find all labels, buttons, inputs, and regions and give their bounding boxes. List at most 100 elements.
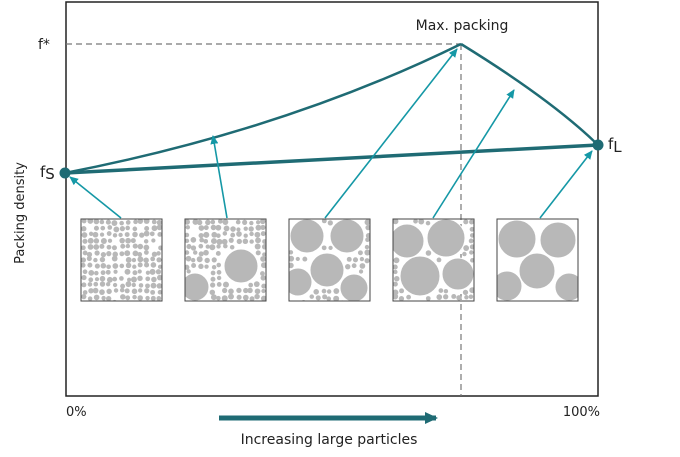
- small-particle: [253, 281, 260, 288]
- small-particle: [476, 258, 481, 263]
- small-particle: [228, 237, 234, 243]
- small-particle: [137, 219, 144, 224]
- small-particle: [82, 250, 88, 256]
- small-particle: [365, 224, 370, 231]
- large-particle: [539, 221, 577, 259]
- small-particle: [93, 238, 100, 244]
- small-particle: [106, 276, 113, 283]
- small-particle: [260, 219, 266, 225]
- small-particle: [235, 219, 241, 225]
- small-particle: [255, 250, 261, 256]
- large-particle: [497, 219, 537, 259]
- small-particle: [105, 269, 111, 275]
- small-particle: [475, 289, 480, 294]
- small-particle: [261, 288, 266, 294]
- small-particle: [87, 244, 94, 250]
- small-particle: [203, 225, 209, 231]
- small-particle: [209, 289, 216, 296]
- small-particle: [242, 294, 249, 301]
- small-particle: [125, 295, 131, 301]
- small-particle: [314, 301, 320, 307]
- small-particle: [137, 269, 142, 274]
- plot-frame: [65, 1, 599, 397]
- small-particle: [139, 232, 145, 238]
- small-particle: [373, 258, 378, 263]
- small-particle: [163, 225, 167, 229]
- small-particle: [119, 276, 124, 281]
- large-particle: [339, 273, 369, 301]
- small-particle: [87, 262, 93, 268]
- small-particle: [364, 219, 370, 226]
- small-particle: [112, 282, 118, 288]
- small-particle: [145, 302, 150, 307]
- small-particle: [210, 282, 216, 288]
- small-particle: [210, 270, 216, 276]
- x-axis-end-label: 100%: [563, 405, 600, 420]
- x-axis-start-label: 0%: [66, 405, 87, 420]
- small-particle: [254, 293, 260, 300]
- small-particle: [268, 245, 273, 250]
- small-particle: [236, 238, 242, 245]
- small-particle: [92, 287, 99, 294]
- small-particle: [162, 269, 167, 274]
- small-particle: [211, 231, 218, 238]
- small-particle: [186, 269, 191, 274]
- small-particle: [199, 237, 205, 243]
- small-particle: [139, 302, 144, 307]
- y-axis-label: Packing density: [13, 162, 28, 264]
- small-particle: [255, 237, 261, 244]
- small-particle: [236, 287, 242, 294]
- small-particle: [196, 256, 203, 263]
- small-particle: [248, 282, 254, 288]
- small-particle: [217, 300, 219, 301]
- small-particle: [151, 225, 158, 232]
- small-particle: [247, 287, 253, 294]
- small-particle: [186, 244, 192, 250]
- small-particle: [87, 219, 94, 224]
- small-particle: [262, 252, 266, 257]
- left-packing-curve: [64, 42, 462, 175]
- small-particle: [443, 294, 449, 300]
- small-particle: [309, 294, 315, 299]
- small-particle: [313, 289, 319, 295]
- small-particle: [393, 257, 400, 264]
- small-particle: [87, 296, 93, 301]
- small-particle: [398, 295, 405, 301]
- small-particle: [393, 219, 399, 225]
- small-particle: [130, 238, 136, 244]
- small-particle: [106, 251, 112, 257]
- small-particle: [88, 277, 94, 283]
- small-particle: [326, 296, 332, 301]
- small-particle: [236, 231, 242, 237]
- arrow-panel-2: [324, 48, 458, 219]
- small-particle: [165, 256, 170, 261]
- small-particle: [372, 295, 377, 300]
- small-particle: [143, 230, 150, 237]
- small-particle: [475, 232, 479, 236]
- small-particle: [210, 276, 216, 282]
- small-particle: [132, 226, 138, 232]
- large-particle: [393, 223, 425, 259]
- small-particle: [371, 277, 375, 281]
- linear-mixing-line: [64, 143, 599, 175]
- small-particle: [88, 269, 95, 276]
- small-particle: [468, 238, 474, 244]
- small-particle: [81, 219, 87, 224]
- small-particle: [372, 220, 377, 225]
- small-particle: [157, 274, 162, 281]
- small-particle: [216, 244, 221, 249]
- small-particle: [211, 257, 217, 263]
- small-particle: [112, 251, 119, 258]
- small-particle: [210, 224, 217, 231]
- small-particle: [106, 288, 112, 295]
- small-particle: [100, 238, 107, 244]
- small-particle: [372, 264, 377, 269]
- small-particle: [267, 256, 272, 261]
- small-particle: [243, 303, 248, 308]
- small-particle: [203, 238, 209, 244]
- small-particle: [216, 238, 223, 245]
- small-particle: [469, 244, 474, 250]
- small-particle: [150, 295, 156, 301]
- small-particle: [198, 243, 204, 249]
- small-particle: [157, 264, 162, 269]
